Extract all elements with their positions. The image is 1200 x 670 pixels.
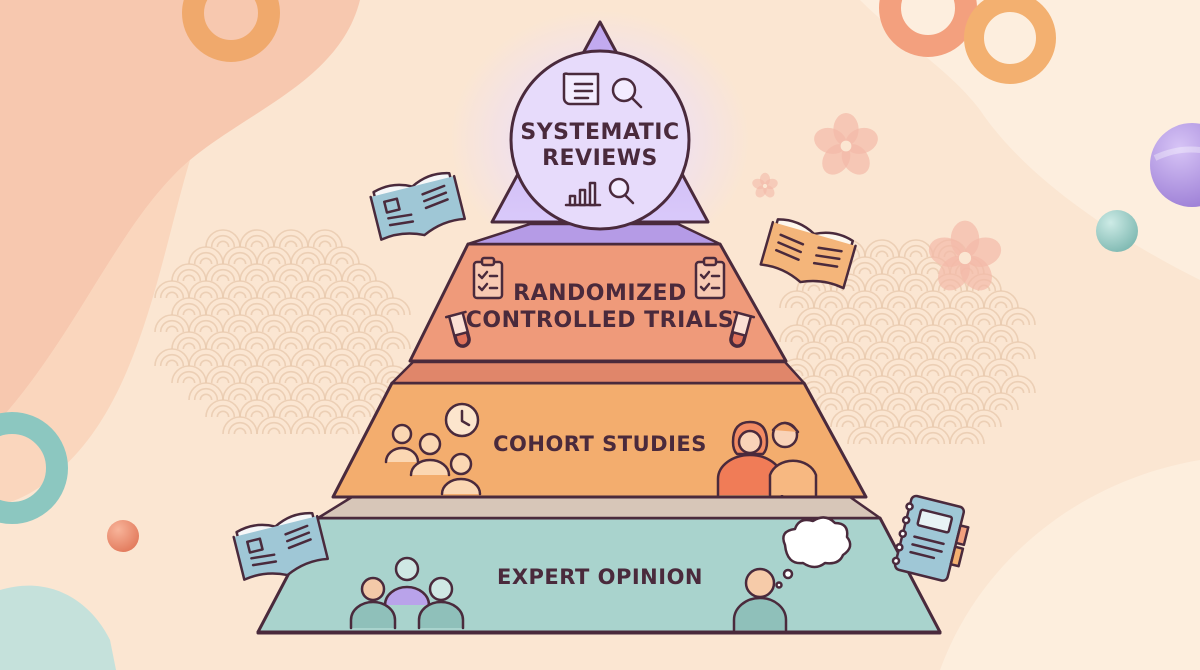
magnifier-icon (611, 77, 643, 109)
teal-ring-left (0, 412, 68, 524)
person-icon (732, 567, 788, 632)
person-icon (768, 421, 818, 497)
tier-label-rct-line2: CONTROLLED TRIALS (466, 308, 734, 333)
sakura-icon (928, 220, 1002, 291)
cream-blob-right (860, 0, 1200, 280)
tier-labels: SYSTEMATIC REVIEWS RANDOMIZED CONTROLLED… (466, 120, 734, 589)
decor-rings (0, 0, 1200, 552)
coral-ring-top-right (879, 0, 977, 57)
thought-bubble-icon (775, 516, 852, 589)
purple-orb (1150, 123, 1200, 207)
tier-label-systematic-reviews-line2: REVIEWS (542, 146, 658, 171)
test-tube-icon (729, 310, 756, 348)
coral-blob (0, 0, 360, 420)
scroll-icon (562, 72, 600, 106)
icons (232, 72, 970, 632)
notebook-icon (891, 494, 970, 582)
tier-label-rct-line1: RANDOMIZED (513, 281, 687, 306)
clock-icon (444, 402, 480, 438)
ledge-2-3 (390, 360, 806, 385)
clipboard-icon (694, 256, 726, 300)
ledge-3-4 (316, 495, 882, 520)
sakura-icon (814, 113, 878, 175)
bar-chart-icon (564, 181, 602, 207)
wave-pattern-left (154, 229, 411, 435)
test-tube-icon (444, 310, 471, 348)
orange-ring-top-left (182, 0, 280, 62)
teal-orb (1096, 210, 1138, 252)
peach-wave (0, 160, 190, 505)
orange-ring-top-right (964, 0, 1056, 84)
people-icon (349, 556, 465, 630)
sakura-icon (752, 172, 778, 198)
magnifier-icon (608, 177, 635, 205)
tier-label-systematic-reviews-line1: SYSTEMATIC (520, 120, 679, 145)
wave-pattern-decor (154, 229, 1036, 445)
open-book-icon (369, 171, 467, 241)
tier-label-cohort-studies: COHORT STUDIES (493, 432, 707, 456)
people-icon (384, 423, 482, 496)
clipboard-icon (472, 256, 504, 300)
teal-blob-bottom-left (0, 585, 116, 670)
coral-orb (107, 520, 139, 552)
open-book-icon (759, 218, 857, 290)
sakura-decor (752, 113, 1002, 291)
apex-medallion (509, 49, 691, 231)
cream-blob-bottom-right (940, 460, 1200, 670)
open-book-icon (232, 511, 330, 581)
tier-label-expert-opinion: EXPERT OPINION (497, 565, 703, 589)
